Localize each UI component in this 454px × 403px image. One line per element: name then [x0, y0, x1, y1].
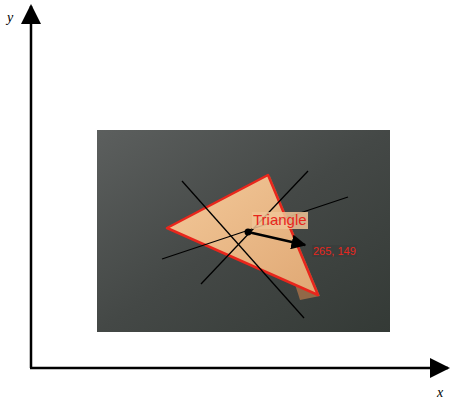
orientation-arrow [248, 232, 305, 245]
axis-label: y [6, 10, 14, 25]
axis-line [201, 171, 308, 284]
triangle-object [167, 175, 318, 295]
shape-label: Triangle [252, 212, 308, 229]
x-axis [30, 367, 448, 370]
axis-line [182, 181, 304, 318]
photo [97, 130, 390, 332]
axis-label: x [436, 385, 444, 400]
coordinate-label: 265, 149 [312, 245, 357, 257]
y-axis [30, 6, 33, 368]
